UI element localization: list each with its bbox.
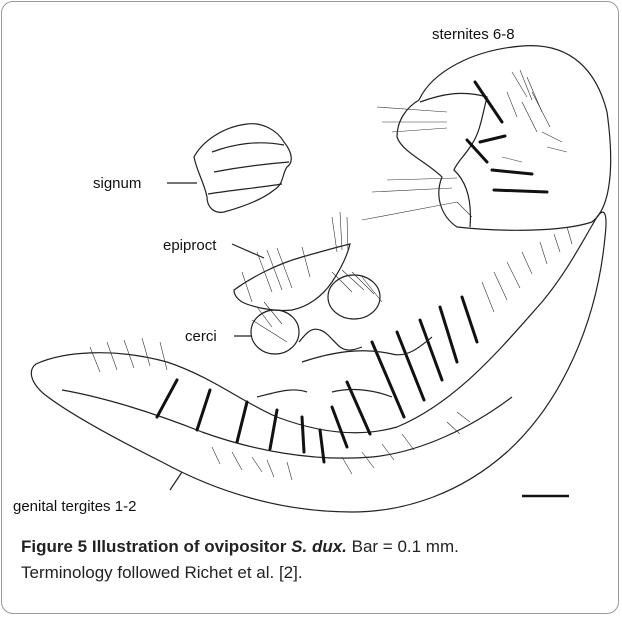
species-name: S. dux.	[291, 537, 347, 556]
epiproct-drawing	[232, 212, 350, 310]
scale-bar-text: Bar = 0.1 mm.	[352, 537, 459, 556]
genital-tergites-drawing	[31, 212, 606, 512]
caption-title: Illustration of ovipositor	[92, 537, 287, 556]
tergites-leader-line	[170, 472, 182, 490]
cerci-drawing	[234, 270, 382, 354]
label-epiproct: epiproct	[163, 237, 217, 254]
label-genital-tergites: genital tergites 1-2	[13, 498, 136, 515]
label-signum: signum	[93, 175, 141, 192]
figure-caption: Figure 5 Illustration of ovipositor S. d…	[21, 534, 611, 586]
figure-label: Figure 5	[21, 537, 87, 556]
label-sternites: sternites 6-8	[432, 26, 515, 43]
signum-drawing	[167, 124, 291, 213]
label-cerci: cerci	[185, 328, 217, 345]
caption-line-1: Figure 5 Illustration of ovipositor S. d…	[21, 534, 611, 560]
caption-line-2: Terminology followed Richet et al. [2].	[21, 560, 611, 586]
ovipositor-illustration: sternites 6-8 signum	[2, 2, 619, 532]
sternites-drawing	[362, 46, 611, 231]
